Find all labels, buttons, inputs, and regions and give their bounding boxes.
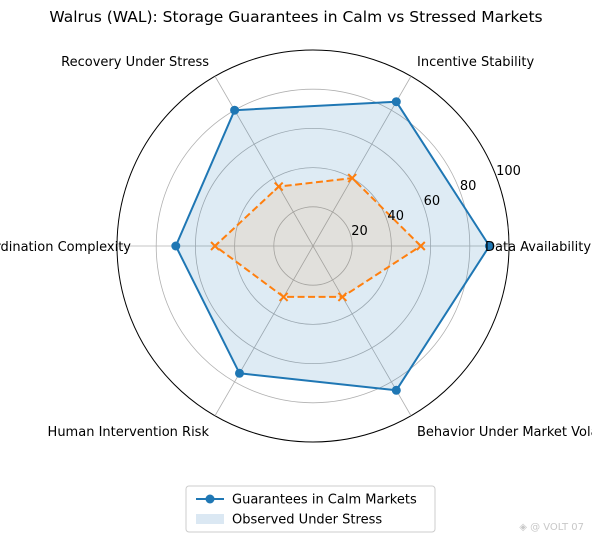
series-0-point [391, 385, 401, 395]
radial-tick-label: 20 [351, 224, 368, 239]
series-layer [171, 97, 494, 395]
radial-tick-label: 60 [424, 194, 441, 209]
series-1-point [273, 181, 284, 192]
legend-patch [196, 514, 224, 524]
series-0-point [230, 105, 240, 115]
series-1-point [347, 173, 357, 183]
legend-label: Guarantees in Calm Markets [232, 493, 417, 508]
series-1-point [416, 241, 426, 251]
category-label: Human Intervention Risk [48, 425, 210, 440]
watermark: ◈ @ VOLT 07 [519, 522, 584, 533]
legend-label: Observed Under Stress [232, 513, 382, 528]
series-1-point [278, 292, 289, 302]
radial-tick-label: 100 [496, 164, 521, 179]
series-0-point [235, 368, 244, 378]
legend-box [185, 485, 436, 533]
series-0-area [175, 101, 490, 391]
grid-spoke [214, 245, 314, 416]
grid-spoke [214, 76, 314, 247]
series-0-point [391, 97, 401, 107]
legend-marker [205, 494, 215, 504]
series-0-point [171, 241, 181, 251]
radial-tick-label: 80 [460, 179, 477, 194]
category-label: Recovery Under Stress [61, 55, 209, 70]
series-1-area [215, 178, 421, 297]
series-1-point [210, 241, 220, 251]
category-label: Coordination Complexity [0, 240, 131, 255]
category-label: Incentive Stability [417, 55, 534, 70]
category-label: Behavior Under Market Volatility [417, 425, 592, 440]
series-0-point [484, 241, 494, 251]
radial-tick-label: 40 [387, 209, 404, 224]
category-label: Data Availability [485, 240, 591, 255]
series-1-point [337, 292, 348, 302]
chart-title: Walrus (WAL): Storage Guarantees in Calm… [49, 8, 543, 26]
